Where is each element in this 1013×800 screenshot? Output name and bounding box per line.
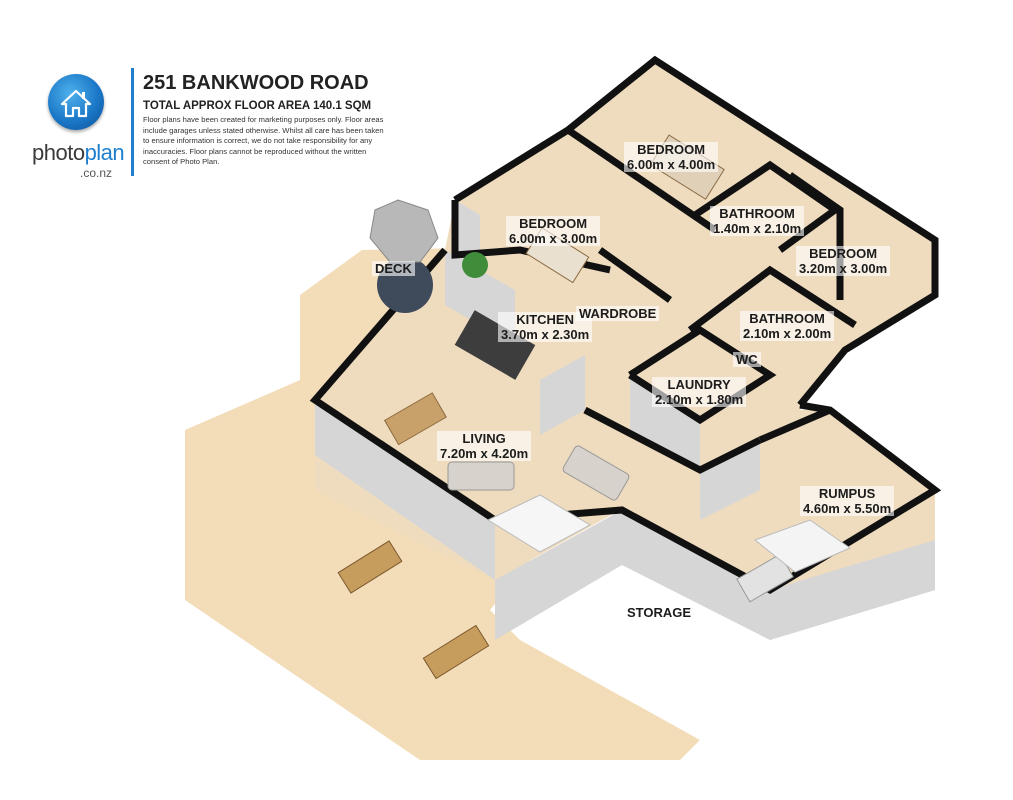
wall-face-hall bbox=[540, 355, 585, 435]
plant bbox=[462, 252, 488, 278]
label-deck: DECK bbox=[372, 261, 415, 276]
page-title: 251 BANKWOOD ROAD bbox=[143, 72, 369, 94]
wall-bathroom2 bbox=[687, 265, 857, 333]
label-storage: STORAGE bbox=[624, 605, 695, 620]
kitchen-island bbox=[454, 310, 536, 380]
wall-face-kitchen bbox=[445, 250, 515, 345]
wall-face-living-east bbox=[495, 510, 622, 640]
wall-face-rumpus-east bbox=[770, 540, 935, 640]
outdoor-bench-2 bbox=[422, 624, 490, 680]
wall-rumpus-west bbox=[758, 406, 832, 444]
label-wardrobe: WARDROBE bbox=[576, 306, 660, 321]
logo-domain: .co.nz bbox=[80, 166, 113, 180]
dining-table bbox=[383, 392, 447, 446]
sofa bbox=[447, 461, 515, 491]
wall-wardrobe bbox=[597, 247, 673, 303]
house-floor bbox=[315, 60, 935, 640]
header: 251 BANKWOOD ROAD TOTAL APPROX FLOOR ARE… bbox=[143, 72, 393, 168]
wall-face-storage bbox=[622, 510, 770, 640]
wall-hall bbox=[583, 406, 762, 474]
wall-faces bbox=[315, 200, 935, 640]
sofa-2 bbox=[562, 445, 630, 501]
wall-face-laundry bbox=[630, 375, 700, 470]
wall-face-rumpus-west bbox=[700, 440, 760, 520]
outdoor-bench-1 bbox=[337, 540, 403, 594]
floor-area: TOTAL APPROX FLOOR AREA 140.1 SQM bbox=[143, 100, 372, 112]
wall-outer-living bbox=[309, 247, 942, 595]
rumpus-rug bbox=[753, 519, 852, 573]
header-divider bbox=[131, 68, 134, 176]
label-wc: WC bbox=[733, 352, 761, 367]
house-logo-icon bbox=[48, 74, 104, 130]
photoplan-logo: photoplan .co.nz bbox=[28, 70, 128, 180]
logo-wordmark: photoplan bbox=[32, 140, 125, 165]
rug bbox=[486, 494, 592, 553]
wall-bedroom1 bbox=[566, 127, 717, 233]
wall-face-living-south bbox=[315, 400, 495, 580]
disclaimer-text: Floor plans have been created for market… bbox=[143, 115, 384, 167]
wall-outlines bbox=[309, 55, 942, 595]
